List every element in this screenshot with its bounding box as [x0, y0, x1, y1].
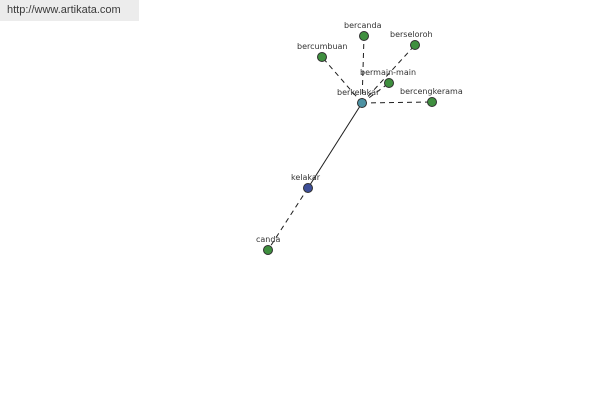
node-bermain-main[interactable]: bermain-main — [360, 68, 416, 88]
node-bercumbuan[interactable]: bercumbuan — [297, 42, 348, 62]
edge-berkelakar-bercengkerama — [361, 101, 433, 104]
node-label-bermain-main[interactable]: bermain-main — [360, 68, 416, 77]
node-bercanda[interactable]: bercanda — [344, 21, 382, 41]
node-marker-kelakar[interactable] — [303, 183, 313, 193]
edge-kelakar-canda — [267, 187, 309, 251]
node-label-bercumbuan[interactable]: bercumbuan — [297, 42, 348, 51]
node-marker-bercengkerama[interactable] — [427, 97, 437, 107]
edge-berkelakar-bermain-main — [361, 82, 390, 104]
node-marker-bercumbuan[interactable] — [317, 52, 327, 62]
node-kelakar[interactable]: kelakar — [291, 173, 321, 193]
node-label-berseloroh[interactable]: berseloroh — [390, 30, 433, 39]
edge-kelakar-berkelakar — [307, 102, 363, 189]
node-label-bercengkerama[interactable]: bercengkerama — [400, 87, 463, 96]
node-berkelakar[interactable]: berkelakar — [337, 88, 380, 108]
node-marker-berkelakar[interactable] — [357, 98, 367, 108]
node-label-kelakar[interactable]: kelakar — [291, 173, 321, 182]
source-url-banner[interactable]: http://www.artikata.com — [0, 0, 139, 21]
node-canda[interactable]: canda — [256, 235, 280, 255]
node-label-canda[interactable]: canda — [256, 235, 280, 244]
edge-berkelakar-bercanda — [361, 35, 365, 104]
node-berseloroh[interactable]: berseloroh — [390, 30, 433, 50]
node-label-berkelakar[interactable]: berkelakar — [337, 88, 380, 97]
node-marker-bercanda[interactable] — [359, 31, 369, 41]
edge-berkelakar-bercumbuan — [321, 56, 363, 104]
edges-layer — [267, 35, 433, 251]
node-marker-canda[interactable] — [263, 245, 273, 255]
source-url-text[interactable]: http://www.artikata.com — [7, 4, 121, 16]
nodes-layer: berkelakar kelakar canda bercanda berseloroh… — [256, 21, 463, 255]
edge-berkelakar-berseloroh — [361, 44, 416, 104]
node-marker-bermain-main[interactable] — [384, 78, 394, 88]
node-bercengkerama[interactable]: bercengkerama — [400, 87, 463, 107]
node-marker-berseloroh[interactable] — [410, 40, 420, 50]
node-label-bercanda[interactable]: bercanda — [344, 21, 382, 30]
